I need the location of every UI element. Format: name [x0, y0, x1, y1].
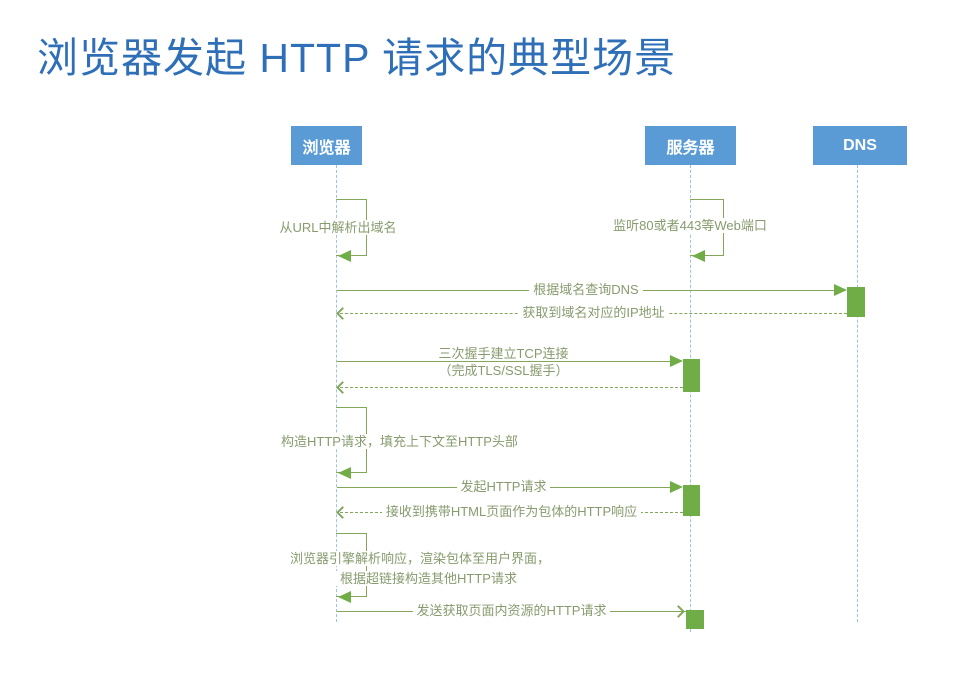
activation-bar-http	[683, 485, 700, 516]
arrowhead-parse-url	[338, 250, 351, 262]
lifeline-dns	[857, 165, 858, 622]
lifeline-server	[690, 165, 691, 632]
message-label-http-response: 接收到携带HTML页面作为包体的HTTP响应	[340, 504, 683, 520]
activation-bar-dns	[847, 287, 865, 317]
actor-box-dns: DNS	[813, 126, 907, 165]
message-label-parse-url: 从URL中解析出域名	[274, 220, 402, 236]
actor-box-server: 服务器	[645, 126, 736, 165]
lifeline-browser	[336, 165, 337, 622]
message-label-tcp-connect: 三次握手建立TCP连接 （完成TLS/SSL握手）	[337, 345, 670, 379]
message-label-dns-response: 获取到域名对应的IP地址	[340, 305, 847, 321]
render-label-line1: 浏览器引擎解析响应，渲染包体至用户界面，	[286, 551, 555, 567]
page-title: 浏览器发起 HTTP 请求的典型场景	[37, 35, 677, 81]
activation-bar-resource	[686, 610, 704, 629]
message-label-dns-query: 根据域名查询DNS	[337, 282, 835, 298]
message-label-resource-request: 发送获取页面内资源的HTTP请求	[337, 603, 686, 619]
open-arrowhead-tcp-return	[336, 381, 349, 394]
message-label-listen-ports: 监听80或者443等Web端口	[608, 218, 772, 234]
tcp-label-line1: 三次握手建立TCP连接	[438, 346, 569, 361]
message-line-tcp-connect	[337, 361, 670, 362]
arrowhead-listen-ports	[692, 250, 705, 262]
activation-bar-tcp	[683, 359, 700, 392]
actor-label-browser: 浏览器	[302, 139, 351, 157]
arrowhead-http-request	[670, 481, 683, 493]
message-label-build-request: 构造HTTP请求，填充上下文至HTTP头部	[277, 434, 522, 450]
arrowhead-tcp-connect	[670, 355, 683, 367]
message-label-http-request: 发起HTTP请求	[337, 479, 670, 495]
arrowhead-render-response	[338, 591, 351, 603]
render-label-line2: 根据超链接构造其他HTTP请求	[336, 571, 521, 587]
actor-label-dns: DNS	[843, 136, 877, 154]
arrowhead-build-request	[338, 467, 351, 479]
message-line-tcp-return	[340, 387, 683, 388]
arrowhead-dns-query	[834, 284, 847, 296]
actor-label-server: 服务器	[666, 139, 715, 157]
actor-box-browser: 浏览器	[291, 126, 362, 165]
tcp-label-line2: （完成TLS/SSL握手）	[438, 363, 569, 378]
